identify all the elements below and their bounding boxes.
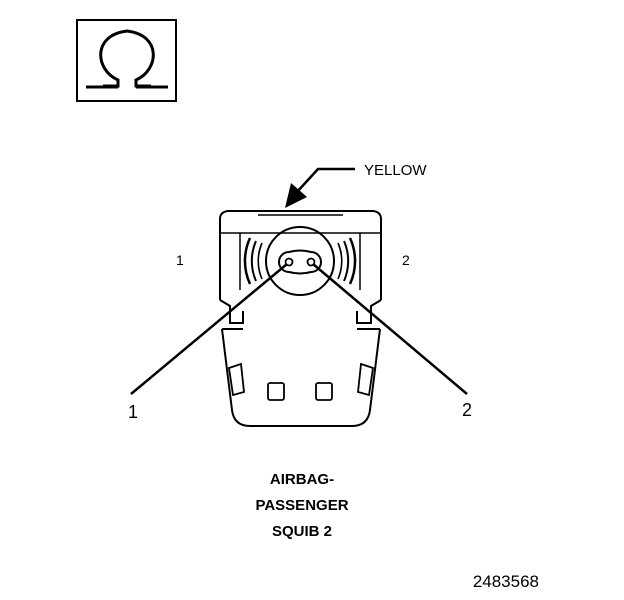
- ohm-symbol-icon: [86, 29, 168, 89]
- callout-label-1: 1: [128, 402, 138, 422]
- arrow-icon: [285, 183, 307, 208]
- cavity-label-2: 2: [402, 252, 410, 268]
- connector-name-line2: PASSENGER: [255, 497, 348, 514]
- leader-line-1: [130, 263, 288, 395]
- pin-2-terminal: [306, 257, 316, 267]
- connector-name-line1: AIRBAG-: [270, 471, 334, 488]
- cavity-label-1: 1: [176, 252, 184, 268]
- callout-label-2: 2: [462, 400, 472, 420]
- leader-line-2: [312, 263, 468, 395]
- latch-window-right: [315, 382, 333, 401]
- terminal-socket: [243, 226, 357, 296]
- connector-name-line3: SQUIB 2: [272, 523, 332, 540]
- figure-id: 2483568: [473, 572, 539, 591]
- pin-1-terminal: [284, 257, 294, 267]
- connector-body: [219, 210, 382, 427]
- wire-color-indicator: YELLOW: [285, 162, 427, 208]
- ohm-symbol-box: [76, 19, 177, 102]
- latch-window-left: [267, 382, 285, 401]
- wire-color-label: YELLOW: [364, 162, 427, 179]
- connector-name: AIRBAG- PASSENGER SQUIB 2: [255, 471, 348, 540]
